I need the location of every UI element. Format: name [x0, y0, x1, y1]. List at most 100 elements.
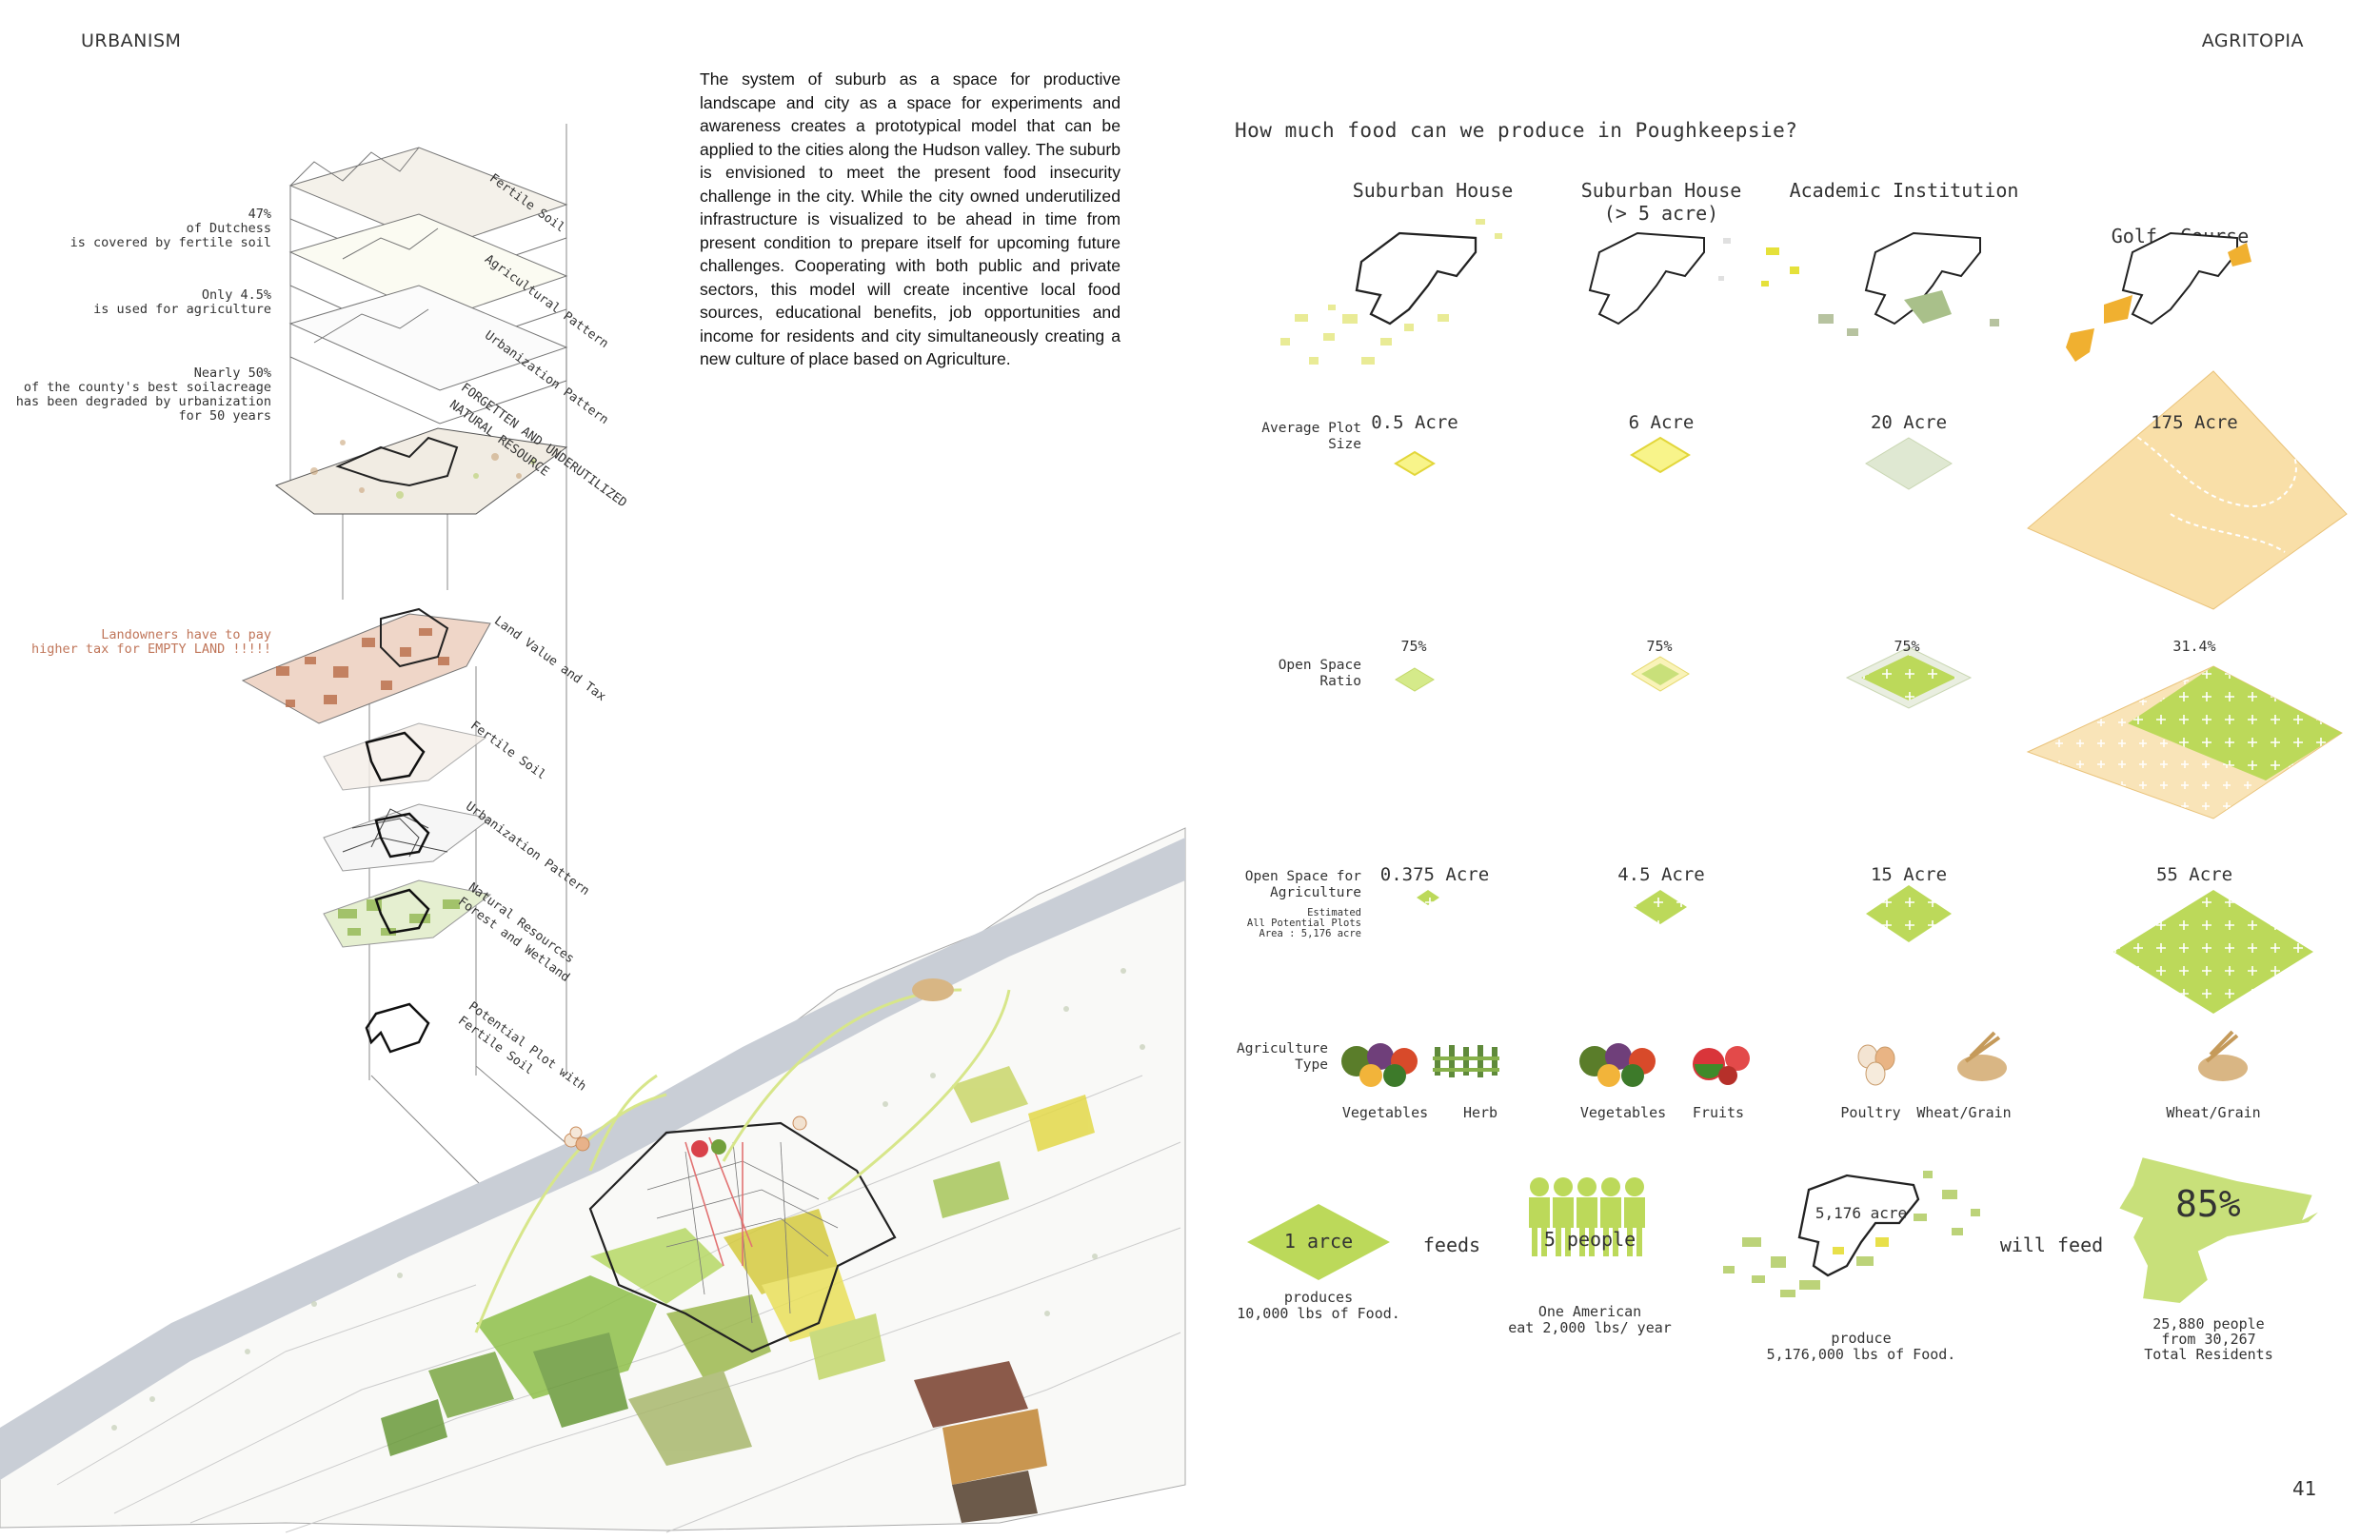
layer-natural-resources — [323, 879, 492, 948]
poughkeepsie-axonometric-map — [0, 827, 1186, 1533]
column-subtitle: (> 5 acre) — [1603, 202, 1719, 225]
annotation-degraded: Nearly 50% of the county's best soilacre… — [0, 366, 271, 424]
row-label-open-space-ratio: Open Space Ratio — [1219, 658, 1361, 690]
ratio-diamond-0 — [1395, 667, 1435, 692]
column-header-large-suburban-house: Suburban House (> 5 acre) — [1542, 179, 1780, 225]
annotation-fertile: 47% of Dutchess is covered by fertile so… — [24, 207, 271, 250]
tax-l1: Landowners have to pay — [101, 627, 271, 642]
row-label-line: Type — [1295, 1057, 1328, 1073]
context-map-large-suburban-house — [1588, 231, 1731, 326]
residents-line: from 30,267 — [2161, 1331, 2256, 1348]
tax-l2: higher tax for EMPTY LAND !!!!! — [31, 642, 271, 657]
layer-fertile-soil-2 — [323, 722, 487, 791]
agri-diamond-1 — [1634, 890, 1687, 924]
plot-diamond-3 — [2027, 370, 2348, 610]
fertile-of: of Dutchess — [186, 221, 271, 236]
ratio-golf: 31.4% — [2172, 638, 2216, 655]
potential-acre-label: 5,176 acre — [1815, 1204, 1908, 1222]
plot-size-academic: 20 Acre — [1870, 412, 1948, 433]
section-title-left: URBANISM — [81, 30, 182, 51]
produces-note: produces 10,000 lbs of Food. — [1228, 1290, 1409, 1322]
ratio-diamond-1 — [1631, 656, 1690, 692]
american-note: One American eat 2,000 lbs/ year — [1504, 1304, 1676, 1336]
degraded-pct: Nearly 50% — [193, 365, 271, 381]
fertile-pct: 47% — [248, 207, 271, 222]
layer-underutilized-resource — [274, 427, 568, 515]
plot-diamond-0 — [1394, 450, 1436, 477]
plot-diamond-1 — [1630, 436, 1691, 474]
agri-type-wheat-grain-golf: Wheat/Grain — [2166, 1104, 2261, 1121]
page-number-right: 41 — [2292, 1477, 2317, 1500]
residents-line: 25,880 people — [2152, 1315, 2265, 1333]
agri-diamond-2 — [1866, 885, 1952, 942]
fruits-icon — [1693, 1046, 1750, 1085]
one-acre-label: 1 arce — [1283, 1230, 1354, 1253]
american-line: eat 2,000 lbs/ year — [1508, 1319, 1672, 1336]
row-label-line: Ratio — [1319, 674, 1361, 689]
row-label-open-space-agriculture: Open Space for Agriculture — [1219, 869, 1361, 901]
residents-note: 25,880 people from 30,267 Total Resident… — [2137, 1316, 2280, 1362]
ratio-diamond-2 — [1845, 646, 1973, 709]
row-label-line: Open Space — [1278, 658, 1361, 673]
agri-diamond-0 — [1417, 890, 1439, 905]
annotation-tax: Landowners have to pay higher tax for EM… — [0, 628, 271, 657]
agri-pct: Only 4.5% — [201, 287, 271, 303]
agri-desc: is used for agriculture — [93, 302, 271, 317]
ratio-large-suburban-house: 75% — [1646, 638, 1673, 655]
layer-urbanization — [288, 285, 568, 424]
agri-type-vegetables-1: Vegetables — [1341, 1104, 1429, 1121]
agri-type-vegetables-2: Vegetables — [1579, 1104, 1667, 1121]
plot-size-suburban-house: 0.5 Acre — [1371, 412, 1458, 433]
row-label-plot-size: Average Plot Size — [1219, 421, 1361, 453]
wheat-grain-icon-1 — [1957, 1031, 2007, 1081]
photo-inserts — [914, 1361, 1047, 1523]
plot-size-large-suburban-house: 6 Acre — [1628, 412, 1695, 433]
fertile-desc: is covered by fertile soil — [69, 235, 271, 250]
agri-type-fruits: Fruits — [1692, 1104, 1745, 1121]
vegetables-icon-1 — [1341, 1043, 1418, 1087]
vegetables-icon-2 — [1579, 1043, 1656, 1087]
produce-line: 5,176,000 lbs of Food. — [1766, 1346, 1956, 1363]
section-title-right: AGRITOPIA — [2201, 30, 2304, 51]
american-line: One American — [1537, 1303, 1642, 1320]
produce-line: produce — [1831, 1330, 1892, 1347]
row-label-line: Agriculture — [1236, 1041, 1328, 1056]
estimated-area-note: Estimated All Potential Plots Area : 5,1… — [1219, 908, 1361, 939]
agri-space-large-suburban-house: 4.5 Acre — [1617, 864, 1705, 885]
row-label-line: Average Plot — [1261, 421, 1361, 436]
produces-line: 10,000 lbs of Food. — [1237, 1305, 1400, 1322]
percentage-shape — [2116, 1155, 2324, 1306]
hudson-river — [0, 838, 1185, 1480]
food-icons-on-map — [564, 978, 954, 1157]
agri-type-wheat-grain: Wheat/Grain — [1916, 1104, 2012, 1121]
layer-urbanization-2 — [323, 803, 492, 872]
wheat-grain-icon-2 — [2198, 1030, 2248, 1081]
food-production-graphics — [1247, 219, 2348, 1306]
estimated-line: Estimated — [1307, 907, 1361, 918]
ratio-suburban-house: 75% — [1400, 638, 1427, 655]
degraded-l2: has been degraded by urbanization — [15, 394, 271, 409]
agri-diamond-3 — [2113, 890, 2313, 1014]
one-acre-diamond — [1247, 1204, 1390, 1280]
estimated-line: All Potential Plots — [1246, 918, 1361, 929]
column-title: Suburban House — [1580, 179, 1742, 202]
plot-diamond-2 — [1865, 437, 1953, 490]
agri-space-academic: 15 Acre — [1870, 864, 1948, 885]
row-label-agriculture-type: Agriculture Type — [1219, 1041, 1328, 1074]
produces-line: produces — [1283, 1289, 1354, 1306]
context-map-golf-course — [2066, 231, 2251, 362]
plot-size-golf: 175 Acre — [2151, 412, 2238, 433]
agri-type-poultry: Poultry — [1840, 1104, 1901, 1121]
layer-stack-diagram — [0, 124, 1186, 1533]
produce-note: produce 5,176,000 lbs of Food. — [1752, 1331, 1971, 1363]
row-label-line: Open Space for — [1244, 869, 1361, 884]
row-label-line: Agriculture — [1269, 885, 1361, 900]
context-map-academic-institution — [1761, 231, 1999, 336]
agri-type-herb: Herb — [1462, 1104, 1498, 1121]
estimated-line: Area : 5,176 acre — [1259, 928, 1361, 939]
degraded-l3: for 50 years — [178, 408, 271, 424]
column-title: Suburban House — [1352, 179, 1514, 202]
row-label-line: Size — [1328, 437, 1361, 452]
layer-land-value — [241, 607, 491, 724]
residents-line: Total Residents — [2144, 1346, 2273, 1363]
